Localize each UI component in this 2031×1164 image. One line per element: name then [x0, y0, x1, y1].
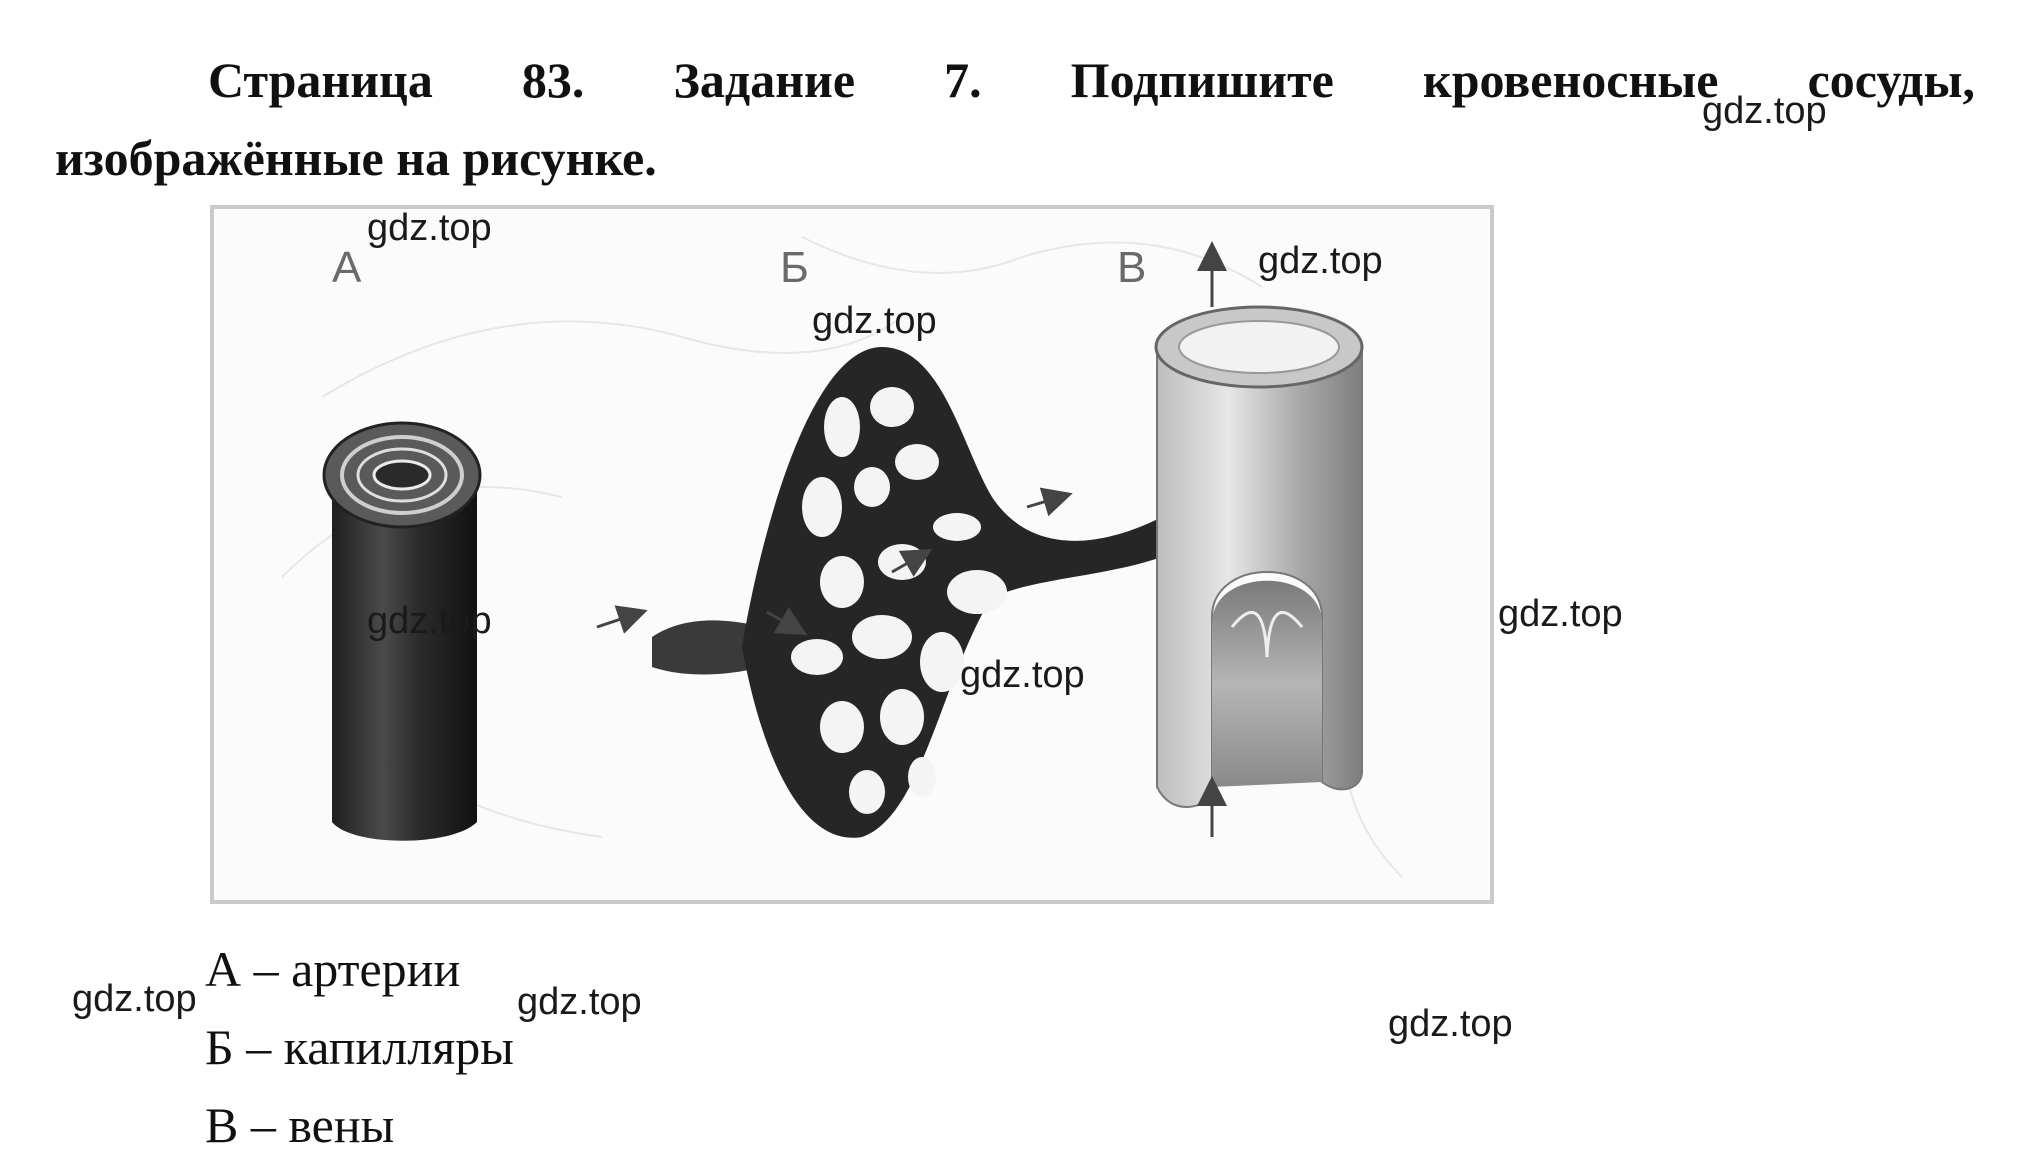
answer-dash: – [250, 1097, 276, 1153]
answer-text: артерии [291, 941, 461, 997]
watermark: gdz.top [1498, 593, 1623, 635]
blood-vessels-figure: А Б В [202, 197, 1502, 912]
watermark: gdz.top [367, 600, 492, 642]
watermark: gdz.top [367, 207, 492, 249]
answer-row-a: А – артерии [205, 930, 514, 1008]
watermark: gdz.top [812, 300, 937, 342]
answer-dash: – [253, 941, 279, 997]
watermark: gdz.top [72, 978, 197, 1020]
watermark: gdz.top [1388, 1003, 1513, 1045]
figure-label-a: А [332, 243, 362, 292]
answer-letter: А [205, 941, 242, 997]
answer-letter: Б [205, 1019, 234, 1075]
flow-arrow [1026, 487, 1073, 517]
watermark: gdz.top [1258, 240, 1383, 282]
answer-row-v: В – вены [205, 1086, 514, 1164]
flow-arrows [596, 241, 1227, 837]
answer-dash: – [246, 1019, 272, 1075]
watermark: gdz.top [1702, 90, 1827, 132]
task-heading: Страница 83. Задание 7. Подпишите кровен… [55, 42, 1975, 197]
answer-list: А – артерии Б – капилляры В – вены [205, 930, 514, 1164]
flow-arrow [891, 549, 933, 577]
artery-drawing [322, 421, 762, 841]
blood-vessels-illustration: А Б В [210, 205, 1494, 904]
vein-drawing [1154, 305, 1364, 808]
answer-text: вены [288, 1097, 395, 1153]
watermark: gdz.top [960, 654, 1085, 696]
answer-row-b: Б – капилляры [205, 1008, 514, 1086]
answer-text: капилляры [283, 1019, 514, 1075]
capillaries-drawing [742, 347, 1162, 838]
figure-label-b: Б [780, 243, 809, 292]
flow-arrow [596, 605, 648, 634]
task-heading-line-1: Страница 83. Задание 7. Подпишите кровен… [208, 52, 1975, 108]
task-heading-line-2: изображённые на рисунке. [55, 129, 657, 186]
flow-arrow [766, 607, 808, 635]
watermark: gdz.top [517, 981, 642, 1023]
answer-letter: В [205, 1097, 239, 1153]
figure-label-v: В [1117, 243, 1146, 292]
